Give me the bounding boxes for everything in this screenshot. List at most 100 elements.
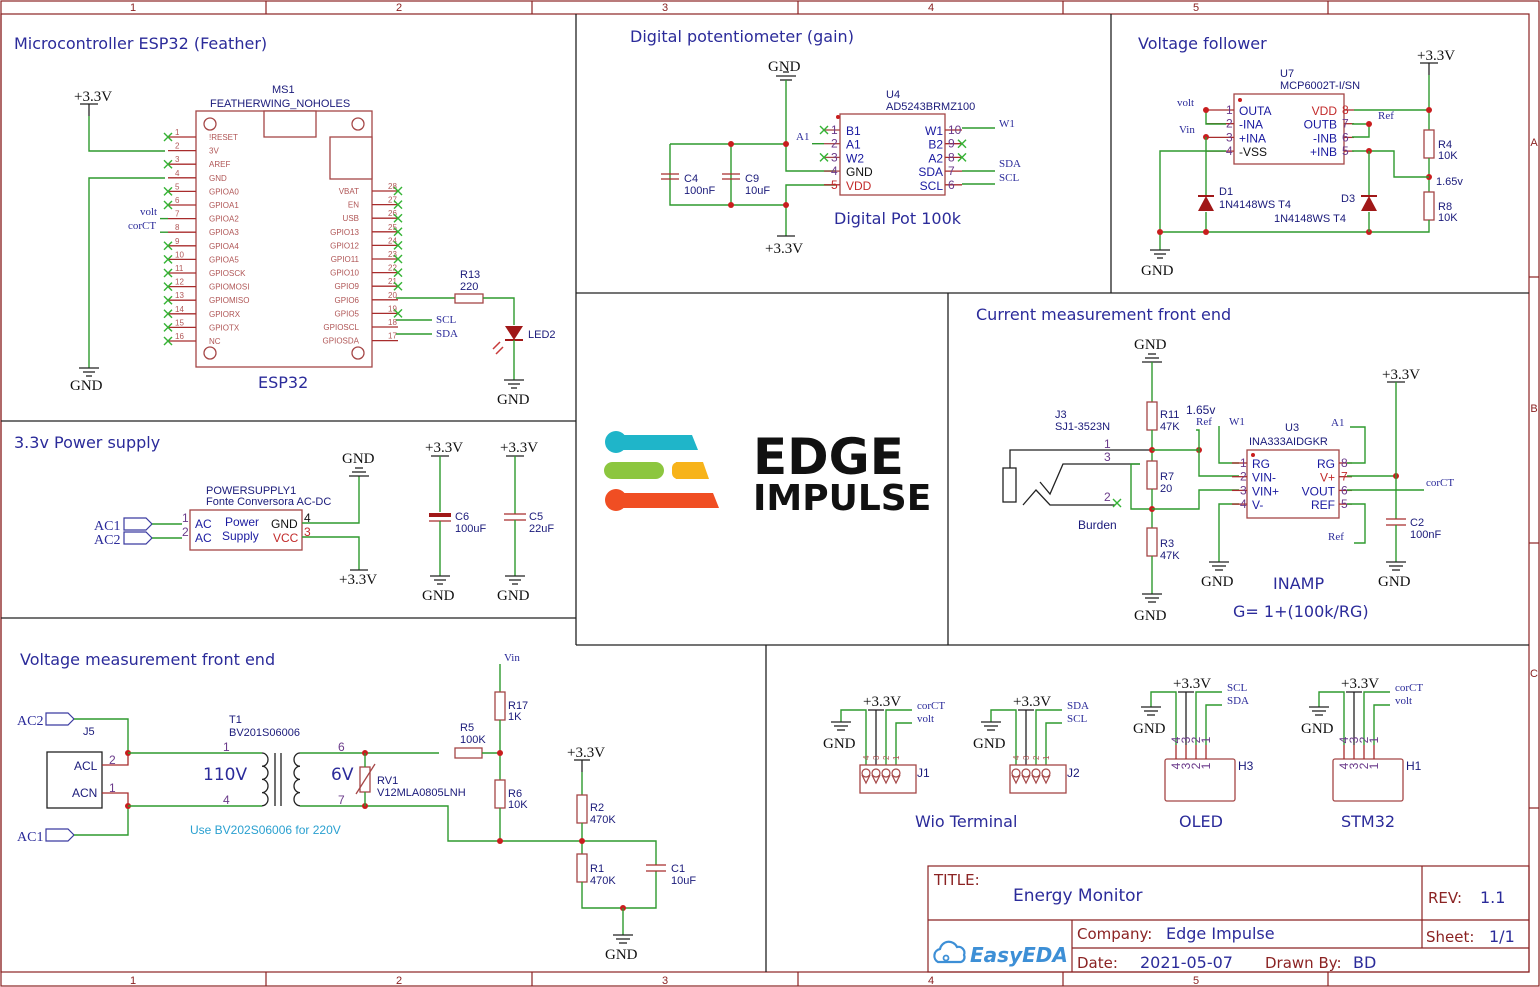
net-port-ac2: AC2 <box>94 533 120 548</box>
net-label-w1: W1 <box>999 118 1015 130</box>
gain-formula: G= 1+(100k/RG) <box>1233 602 1369 621</box>
svg-text:Company:: Company: <box>1077 925 1152 943</box>
grid-col-5-bottom: 5 <box>1193 975 1199 987</box>
digipot-label: Digital Pot 100k <box>834 209 962 228</box>
pin-name: EN <box>348 201 359 210</box>
burden-label: Burden <box>1078 518 1117 532</box>
pin-number: 1 <box>1367 762 1381 769</box>
grid-col-3-top: 3 <box>662 2 668 14</box>
resistor-r6 <box>494 779 506 809</box>
wio-terminal-label: Wio Terminal <box>915 812 1017 831</box>
section-power: 3.3v Power supply AC1 AC2 POWERSUPPLY1 F… <box>14 433 554 604</box>
svg-text:10uF: 10uF <box>671 875 696 887</box>
pin-number: 3 <box>831 150 838 164</box>
esp32-left-pins: 1!RESET23V3AREF4GND5GPIOA06GPIOA17GPIOA2… <box>160 128 249 346</box>
pin-number: 2 <box>1240 470 1247 484</box>
svg-text:TITLE:: TITLE: <box>933 871 980 889</box>
grid-row-c: C <box>1530 668 1538 680</box>
logo-mark-icon <box>604 431 719 511</box>
svg-text:22uF: 22uF <box>529 523 554 535</box>
pin-number: 24 <box>388 236 397 245</box>
connector-ref: H1 <box>1406 759 1422 773</box>
svg-text:2: 2 <box>182 525 189 539</box>
net-label-a1: A1 <box>796 131 809 143</box>
svg-text:47K: 47K <box>1160 550 1180 562</box>
easyeda-brand: EasyEDA <box>970 943 1068 967</box>
svg-text:C6: C6 <box>455 511 469 523</box>
net-label-vin: Vin <box>504 652 520 664</box>
pin-number: 16 <box>175 332 184 341</box>
resistor-r17 <box>494 691 506 721</box>
pin-name: VBAT <box>339 187 359 196</box>
svg-text:GND: GND <box>1134 337 1167 353</box>
date-value: 2021-05-07 <box>1140 953 1233 972</box>
svg-text:1N4148WS T4: 1N4148WS T4 <box>1219 199 1291 211</box>
ground-symbol: GND <box>1141 249 1174 279</box>
ground-symbol: GND <box>497 379 530 408</box>
pin-name: GPIO13 <box>330 228 359 237</box>
pin-name: VOUT <box>1302 484 1336 498</box>
svg-text:20: 20 <box>1160 483 1172 495</box>
pin-number: 2 <box>1357 736 1371 743</box>
pin-name: B1 <box>846 124 861 138</box>
schematic-title: Energy Monitor <box>1013 886 1143 906</box>
esp32-right-pins: 28VBAT27EN26USB25GPIO1324GPIO1223GPIO112… <box>323 182 403 346</box>
svg-text:GND: GND <box>768 59 801 75</box>
diode-d1-icon <box>1198 196 1214 211</box>
pin-name: AREF <box>209 160 230 169</box>
pin-number: 4 <box>862 755 871 760</box>
logo-text-impulse: IMPULSE <box>753 478 931 519</box>
net-label: SCL <box>1227 682 1247 694</box>
svg-text:INA333AIDGKR: INA333AIDGKR <box>1249 436 1328 448</box>
pin-name: VIN+ <box>1252 484 1279 498</box>
pin-name: W1 <box>925 124 943 138</box>
grid-col-4-bottom: 4 <box>928 975 934 987</box>
svg-text:R6: R6 <box>508 788 522 800</box>
vcc-label: +3.3V <box>1013 694 1051 710</box>
resistor-r8 <box>1423 191 1435 221</box>
pin-name: -INB <box>1313 131 1337 145</box>
pin-number: 10 <box>948 123 962 137</box>
pin-number: 11 <box>175 264 184 273</box>
pin-name: GPIORX <box>209 310 241 319</box>
capacitor-c9: C9 10uF <box>722 173 770 197</box>
pin-number: 4 <box>175 169 180 178</box>
net-label: SDA <box>1227 695 1249 707</box>
svg-text:+3.3V: +3.3V <box>74 89 112 105</box>
net-label-ref: Ref <box>1378 110 1394 122</box>
pin-number: 20 <box>388 291 397 300</box>
pin-name: V+ <box>1320 471 1335 485</box>
pin-name: GPIO10 <box>330 269 359 278</box>
pin-number: 4 <box>1169 762 1183 769</box>
pin-number: 7 <box>948 164 955 178</box>
svg-text:R4: R4 <box>1438 139 1452 151</box>
pin-number: 1 <box>1199 736 1213 743</box>
pin-number: 6 <box>175 196 180 205</box>
svg-text:3: 3 <box>1104 450 1111 464</box>
svg-text:1: 1 <box>1104 437 1111 451</box>
grid-col-1-top: 1 <box>130 2 136 14</box>
svg-text:3: 3 <box>304 525 311 539</box>
transformer-note: Use BV202S06006 for 220V <box>190 823 341 837</box>
pin-number: 8 <box>1342 103 1349 117</box>
grid-col-5-top: 5 <box>1193 2 1199 14</box>
svg-text:R1: R1 <box>590 863 604 875</box>
grid-col-2-top: 2 <box>396 2 402 14</box>
capacitor-c4: C4 100nF <box>661 173 715 197</box>
net-label-volt: volt <box>140 206 157 218</box>
pin-number: 19 <box>388 304 397 313</box>
pin-name: VDD <box>1312 104 1338 118</box>
pin-number: 4 <box>1240 497 1247 511</box>
svg-text:+3.3V: +3.3V <box>1417 48 1455 64</box>
pin-name: GPIO6 <box>335 296 360 305</box>
svg-text:10K: 10K <box>508 799 528 811</box>
svg-text:BV201S06006: BV201S06006 <box>229 727 300 739</box>
svg-text:220: 220 <box>460 281 478 293</box>
pin-number: 3 <box>1226 130 1233 144</box>
